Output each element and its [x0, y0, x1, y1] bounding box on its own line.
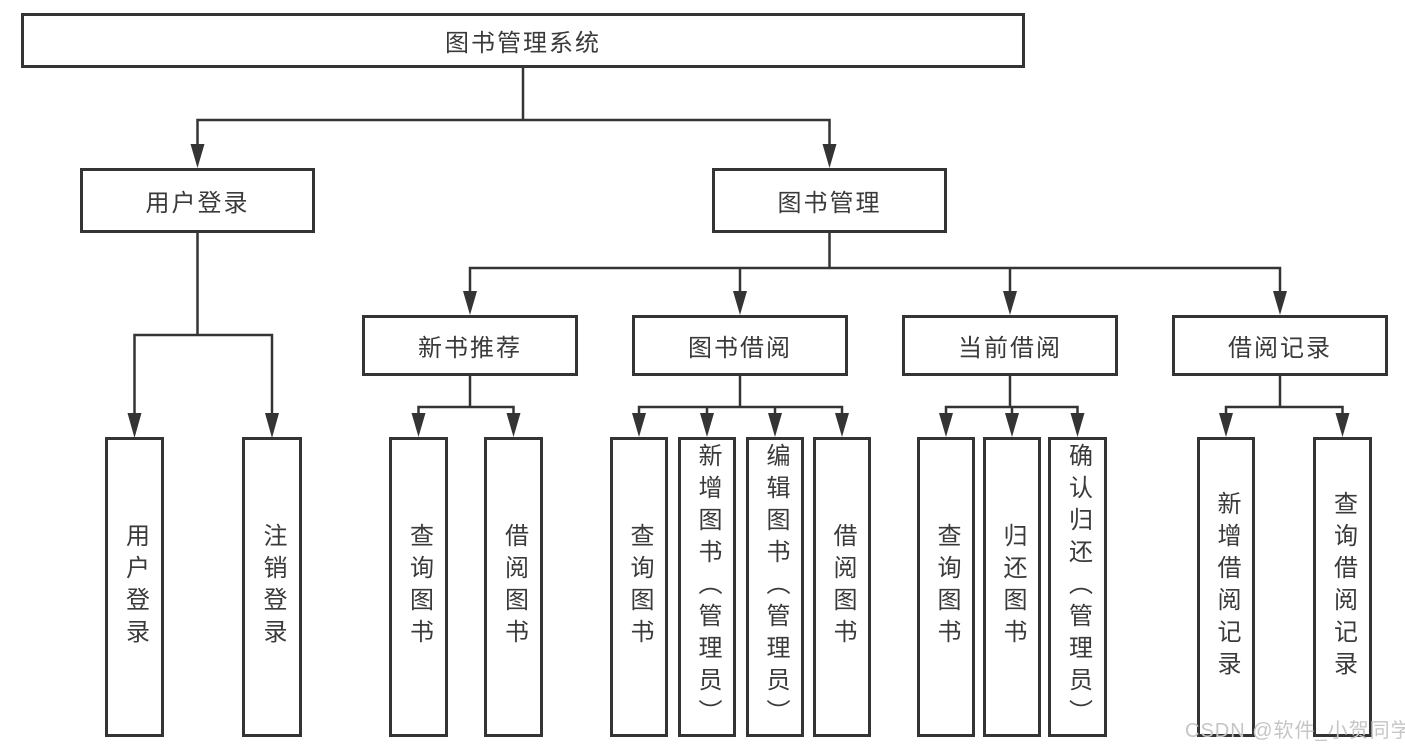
node-root: 图书管理系统 — [21, 13, 1025, 68]
leaf-newbooks-query: 查询图书 — [389, 437, 448, 737]
node-book-borrowing-label: 图书借阅 — [688, 335, 792, 362]
node-new-book-recommend-label: 新书推荐 — [418, 335, 522, 362]
leaf-borrow-query: 查询图书 — [610, 437, 668, 737]
node-borrowing-records: 借阅记录 — [1172, 315, 1388, 376]
watermark: CSDN @软件_小贺同学 — [1185, 720, 1405, 742]
leaf-current-return: 归还图书 — [983, 437, 1041, 737]
leaf-current-return-label: 归还图书 — [999, 523, 1026, 651]
leaf-current-confirm-admin-label: 确认归还（管理员） — [1064, 443, 1092, 731]
leaf-newbooks-borrow-label: 借阅图书 — [500, 523, 528, 651]
leaf-borrow-book-label: 借阅图书 — [829, 523, 856, 651]
leaf-borrow-add-admin: 新增图书（管理员） — [678, 437, 736, 737]
arrowheads — [127, 144, 1350, 438]
leaf-newbooks-query-label: 查询图书 — [405, 523, 433, 651]
leaf-borrow-edit-admin: 编辑图书（管理员） — [746, 437, 804, 737]
leaf-borrow-book: 借阅图书 — [813, 437, 871, 737]
leaf-current-query-label: 查询图书 — [933, 523, 960, 651]
leaf-records-query-label: 查询借阅记录 — [1329, 491, 1357, 683]
node-book-management: 图书管理 — [712, 168, 947, 233]
leaf-user-login: 用户登录 — [105, 437, 164, 737]
node-current-borrowing: 当前借阅 — [902, 315, 1118, 376]
leaf-borrow-query-label: 查询图书 — [626, 523, 653, 651]
leaf-logout: 注销登录 — [242, 437, 302, 737]
leaf-borrow-edit-admin-label: 编辑图书（管理员） — [762, 443, 789, 731]
leaf-records-query: 查询借阅记录 — [1313, 437, 1372, 737]
node-borrowing-records-label: 借阅记录 — [1228, 335, 1332, 362]
leaf-borrow-add-admin-label: 新增图书（管理员） — [694, 443, 721, 731]
leaf-logout-label: 注销登录 — [259, 523, 286, 651]
leaf-newbooks-borrow: 借阅图书 — [484, 437, 543, 737]
leaf-user-login-label: 用户登录 — [121, 523, 149, 651]
node-current-borrowing-label: 当前借阅 — [958, 335, 1062, 362]
node-book-management-label: 图书管理 — [777, 190, 882, 217]
leaf-records-add: 新增借阅记录 — [1197, 437, 1255, 737]
node-new-book-recommend: 新书推荐 — [362, 315, 578, 376]
leaf-records-add-label: 新增借阅记录 — [1213, 491, 1240, 683]
leaf-current-query: 查询图书 — [917, 437, 975, 737]
node-book-borrowing: 图书借阅 — [632, 315, 848, 376]
node-user-login: 用户登录 — [80, 168, 315, 233]
node-root-label: 图书管理系统 — [445, 30, 601, 57]
node-user-login-label: 用户登录 — [145, 190, 250, 217]
leaf-current-confirm-admin: 确认归还（管理员） — [1048, 437, 1107, 737]
